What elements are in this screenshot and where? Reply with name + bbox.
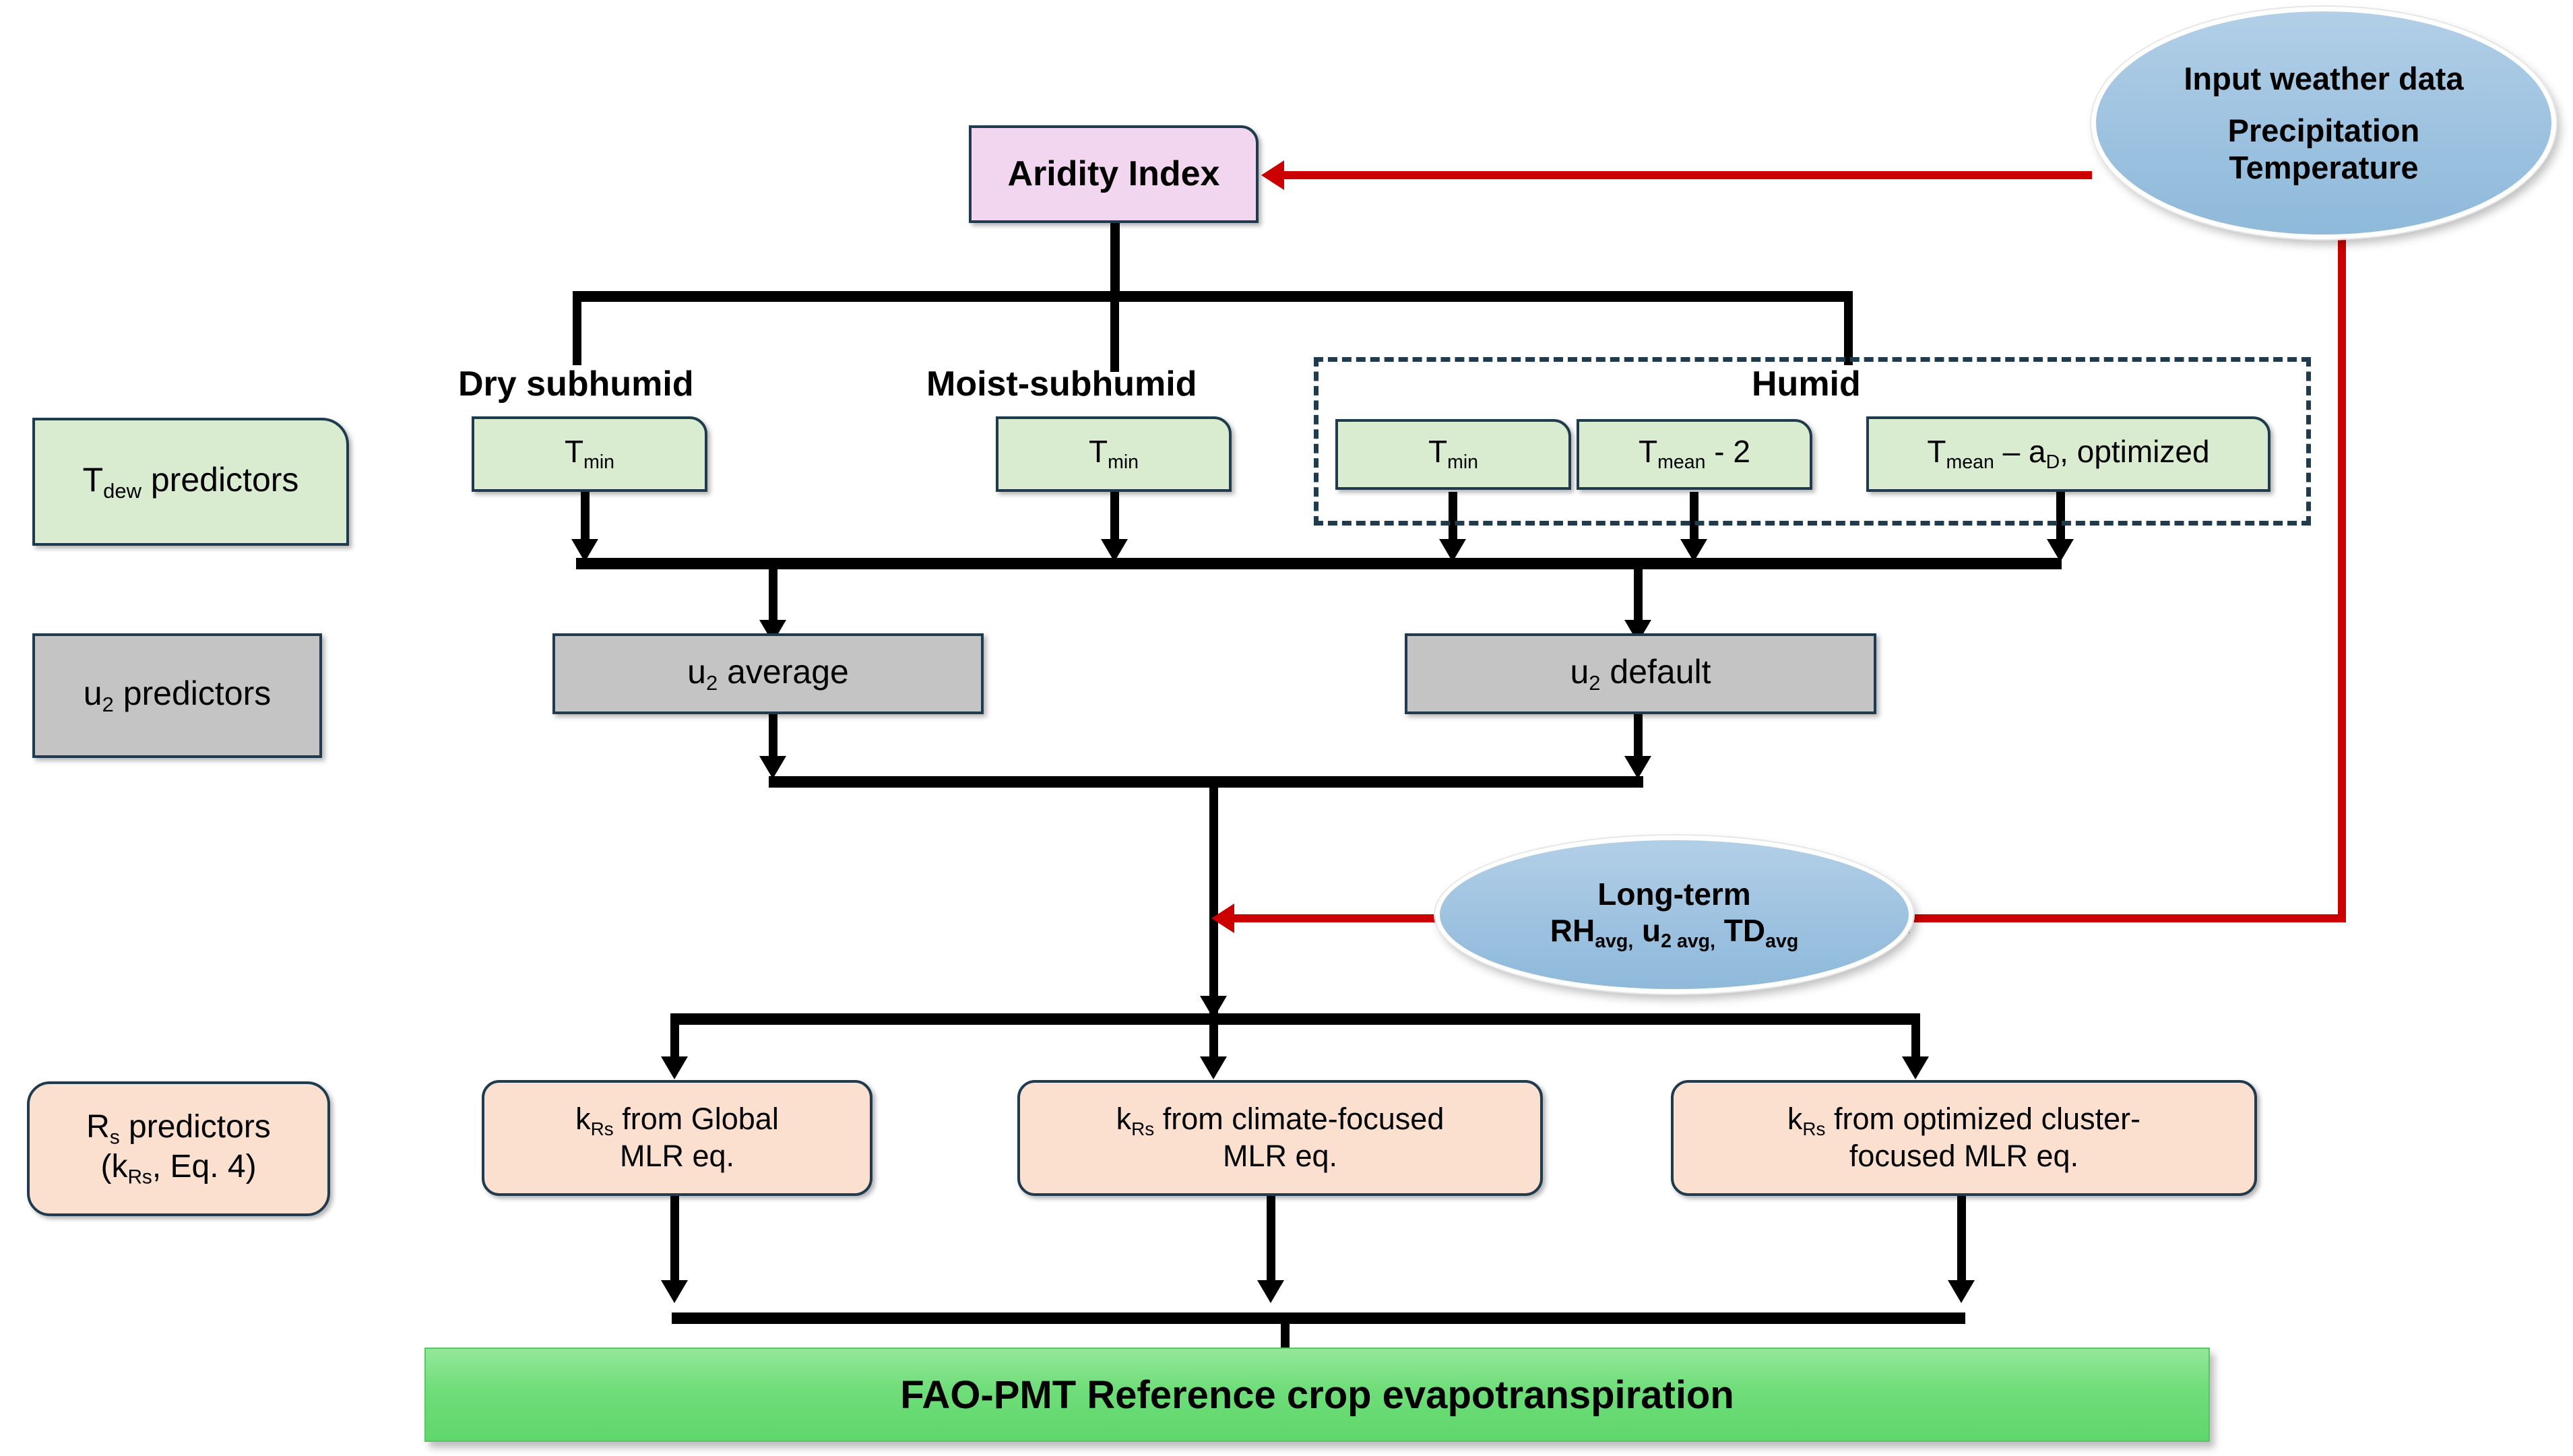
arrow-krs-climate-out: [1257, 1280, 1284, 1303]
connector-drop-dry: [573, 291, 581, 365]
krs-cluster-line1: kRs from optimized cluster-: [1787, 1102, 2141, 1140]
connector-dry-tmin-down: [581, 492, 590, 544]
humid-tmean-ad-label: Tmean – aD, optimized: [1927, 433, 2210, 474]
connector-to-u2-default: [1634, 565, 1643, 629]
krs-climate-line2: MLR eq.: [1222, 1139, 1338, 1174]
connector-krs-climate-drop: [1209, 1013, 1218, 1062]
legend-u2-label: u2 predictors: [83, 674, 272, 717]
node-krs-global: kRs from Global MLR eq.: [482, 1080, 872, 1196]
arrow-krs-global: [661, 1056, 688, 1079]
krs-cluster-line2: focused MLR eq.: [1849, 1139, 2079, 1174]
connector-humid-tmin-down: [1449, 492, 1457, 544]
humid-group-dashed-border: [1314, 357, 2311, 526]
result-label: FAO-PMT Reference crop evapotranspiratio…: [900, 1372, 1734, 1417]
connector-drop-moist: [1110, 291, 1119, 372]
connector-class-bar: [573, 291, 1853, 302]
arrow-u2-default-out: [1624, 756, 1651, 779]
connector-final-merge-bar: [672, 1312, 1965, 1324]
node-u2-average: u2 average: [552, 633, 984, 714]
node-krs-climate-focused: kRs from climate-focused MLR eq.: [1017, 1080, 1543, 1196]
node-dry-tmin: Tmin: [472, 416, 707, 492]
arrow-krs-cluster: [1902, 1056, 1929, 1079]
u2-default-label: u2 default: [1570, 652, 1711, 695]
arrow-u2-average-out: [759, 756, 786, 779]
legend-u2-predictors: u2 predictors: [32, 633, 322, 758]
connector-krs-global-out: [670, 1196, 679, 1288]
connector-humid-tmeanad-down: [2056, 492, 2065, 544]
connector-humid-tmean2-down: [1690, 492, 1698, 544]
humid-tmin-label: Tmin: [1428, 434, 1479, 474]
connector-krs-climate-out: [1267, 1196, 1275, 1288]
u2-average-label: u2 average: [687, 652, 849, 695]
node-input-weather-data: Input weather data Precipitation Tempera…: [2091, 7, 2556, 239]
node-result-fao-pmt: FAO-PMT Reference crop evapotranspiratio…: [424, 1348, 2210, 1442]
connector-red-down: [2338, 234, 2346, 922]
legend-tdew-label: Tdew predictors: [82, 460, 299, 503]
node-krs-cluster-focused: kRs from optimized cluster- focused MLR …: [1671, 1080, 2257, 1196]
connector-moist-tmin-down: [1110, 492, 1119, 544]
arrow-krs-global-out: [661, 1280, 688, 1303]
input-weather-line2: Precipitation: [2227, 113, 2420, 148]
connector-aridity-stem: [1110, 222, 1120, 296]
connector-u2-average-down: [769, 713, 777, 761]
node-moist-tmin: Tmin: [996, 416, 1232, 492]
node-humid-tmin: Tmin: [1335, 419, 1571, 490]
label-moist-subhumid: Moist-subhumid: [926, 365, 1197, 404]
connector-u2-merge-bar: [769, 776, 1643, 788]
connector-krs-cluster-out: [1957, 1196, 1966, 1288]
connector-tdew-merge-bar: [576, 558, 2062, 569]
long-term-line1: Long-term: [1597, 877, 1751, 912]
legend-tdew-predictors: Tdew predictors: [32, 418, 349, 546]
aridity-index-label: Aridity Index: [1007, 154, 1220, 194]
connector-krs-bar: [670, 1013, 1920, 1025]
label-humid: Humid: [1752, 365, 1861, 404]
input-weather-line3: Temperature: [2229, 150, 2419, 185]
connector-drop-humid: [1844, 291, 1853, 365]
label-dry-subhumid: Dry subhumid: [458, 365, 694, 404]
dry-tmin-label: Tmin: [564, 433, 615, 474]
arrow-krs-cluster-out: [1948, 1280, 1975, 1303]
legend-rs-predictors: Rs predictors (kRs, Eq. 4): [27, 1081, 330, 1216]
humid-tmean-2-label: Tmean - 2: [1639, 434, 1750, 474]
krs-global-line2: MLR eq.: [619, 1139, 735, 1174]
connector-red-to-longterm: [1907, 914, 2346, 922]
connector-krs-cluster-drop: [1911, 1013, 1920, 1062]
long-term-line2: RHavg, u2 avg, TDavg: [1550, 913, 1799, 953]
connector-u2-default-down: [1634, 713, 1643, 761]
connector-to-u2-average: [769, 565, 777, 629]
legend-rs-label-line1: Rs predictors: [86, 1109, 271, 1149]
input-weather-line1: Input weather data: [2184, 61, 2464, 96]
connector-main-trunk: [1209, 782, 1218, 1017]
krs-climate-line1: kRs from climate-focused: [1116, 1102, 1444, 1140]
node-long-term: Long-term RHavg, u2 avg, TDavg: [1435, 835, 1913, 994]
connector-red-longterm-to-trunk: [1233, 914, 1442, 922]
node-humid-tmean-minus-2: Tmean - 2: [1577, 419, 1812, 490]
krs-global-line1: kRs from Global: [575, 1102, 779, 1140]
moist-tmin-label: Tmin: [1088, 433, 1139, 474]
node-u2-default: u2 default: [1405, 633, 1876, 714]
connector-krs-global-drop: [670, 1013, 679, 1062]
arrow-red-trunk: [1211, 904, 1234, 933]
arrow-krs-climate: [1200, 1056, 1227, 1079]
node-humid-tmean-minus-ad: Tmean – aD, optimized: [1866, 416, 2270, 492]
legend-rs-label-line2: (kRs, Eq. 4): [100, 1149, 257, 1189]
node-aridity-index: Aridity Index: [969, 125, 1259, 223]
connector-red-weather-to-aridity: [1283, 171, 2092, 179]
arrow-red-aridity: [1261, 160, 1284, 190]
